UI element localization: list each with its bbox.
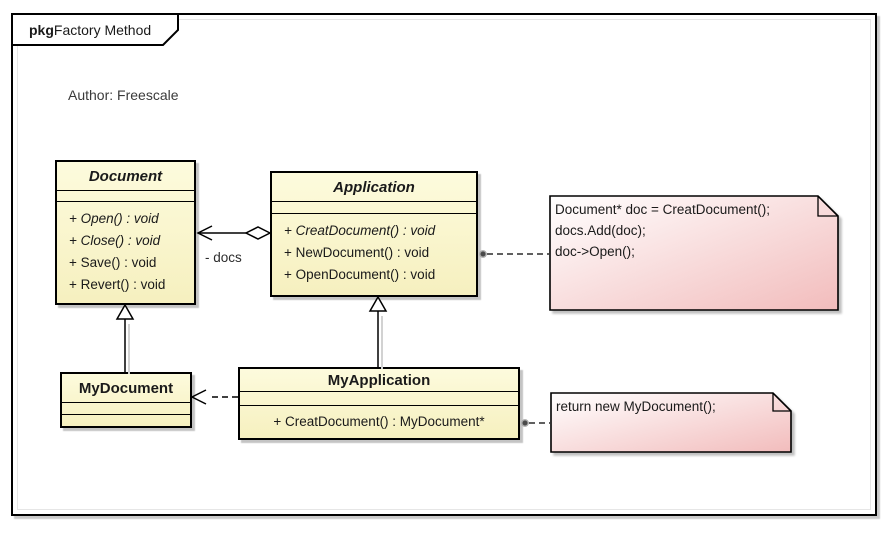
class-mydocument-operations (62, 415, 190, 421)
class-mydocument[interactable]: MyDocument (60, 372, 192, 428)
frame-tab-label: pkgFactory Method (29, 22, 151, 38)
note-line: return new MyDocument(); (556, 399, 716, 414)
note-shape (549, 195, 839, 311)
note-text: Document* doc = CreatDocument(); docs.Ad… (555, 199, 770, 262)
class-myapplication-operations: + CreatDocument() : MyDocument* (240, 406, 518, 433)
class-document[interactable]: Document + Open() : void + Close() : voi… (55, 160, 196, 305)
class-application-attributes (272, 202, 476, 214)
note-line: Document* doc = CreatDocument(); (555, 202, 770, 217)
note-create-document[interactable]: Document* doc = CreatDocument(); docs.Ad… (549, 195, 840, 313)
note-line: doc->Open(); (555, 244, 635, 259)
class-application-operations: + CreatDocument() : void + NewDocument()… (272, 214, 476, 286)
method-save: + Save() : void (69, 255, 157, 270)
class-document-operations: + Open() : void + Close() : void + Save(… (57, 202, 194, 296)
method-close: + Close() : void (69, 233, 161, 248)
author-text: Author: Freescale (68, 87, 179, 103)
note-shape (550, 392, 792, 453)
class-myapplication[interactable]: MyApplication + CreatDocument() : MyDocu… (238, 367, 520, 440)
class-application-name: Application (272, 173, 476, 202)
frame-tab-keyword: pkg (29, 22, 54, 38)
note-line: docs.Add(doc); (555, 223, 646, 238)
class-mydocument-attributes (62, 403, 190, 415)
method-revert: + Revert() : void (69, 277, 166, 292)
class-myapplication-attributes (240, 392, 518, 406)
aggregation-role-label: - docs (205, 250, 242, 265)
note-return-mydocument[interactable]: return new MyDocument(); (550, 392, 793, 455)
method-creatdocument-mydocument: + CreatDocument() : MyDocument* (273, 414, 485, 429)
method-opendocument: + OpenDocument() : void (284, 267, 436, 282)
method-newdocument: + NewDocument() : void (284, 245, 430, 260)
class-document-name: Document (57, 162, 194, 191)
class-document-attributes (57, 191, 194, 202)
class-application[interactable]: Application + CreatDocument() : void + N… (270, 171, 478, 297)
method-creatdocument: + CreatDocument() : void (284, 223, 436, 238)
method-open: + Open() : void (69, 211, 159, 226)
frame-tab-title: Factory Method (53, 22, 152, 38)
class-mydocument-name: MyDocument (62, 374, 190, 403)
class-myapplication-name: MyApplication (240, 369, 518, 392)
note-text: return new MyDocument(); (556, 396, 716, 417)
